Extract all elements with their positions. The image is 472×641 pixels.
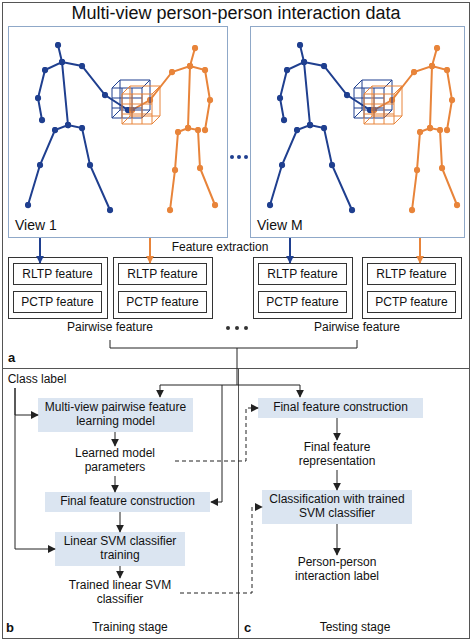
flow-text: Learned model parameters <box>55 446 175 476</box>
section-divider <box>238 369 239 639</box>
ellipsis-dots <box>230 155 248 159</box>
merge-arrow <box>211 385 222 502</box>
feature-box: RLTP feature <box>258 263 347 285</box>
merge-arrow <box>300 385 301 397</box>
ellipsis-dot <box>244 155 248 159</box>
flow-arrow <box>115 476 116 492</box>
skeleton-bone <box>132 66 210 130</box>
feature-box: PCTP feature <box>258 291 347 313</box>
node-label: Linear SVM classifier training <box>57 535 183 563</box>
ellipsis-dot <box>237 155 241 159</box>
node-label: PCTP feature <box>126 295 198 309</box>
skeleton-bone <box>188 48 195 128</box>
node-label: Learned model parameters <box>57 447 173 475</box>
annotation-label: Pairwise feature <box>67 320 153 334</box>
node-label: PCTP feature <box>21 295 93 309</box>
flow-arrow <box>337 470 338 490</box>
ellipsis-dot <box>235 326 239 330</box>
dashed-arrow <box>180 507 262 593</box>
node-label: RLTP feature <box>127 267 197 281</box>
annotation-label: Training stage <box>92 620 168 634</box>
flow-arrow <box>337 418 338 440</box>
feature-box: PCTP feature <box>13 291 102 313</box>
process-box: Final feature construction <box>45 492 210 512</box>
node-label: Final feature representation <box>274 441 400 469</box>
node-label: View M <box>257 217 303 233</box>
process-box: Linear SVM classifier training <box>55 532 185 566</box>
feature-box: RLTP feature <box>13 263 102 285</box>
feature-box: RLTP feature <box>367 263 456 285</box>
figure-frame <box>3 3 470 639</box>
skeleton-bone <box>170 128 215 210</box>
merge-bracket <box>110 340 357 385</box>
flow-arrow <box>289 238 291 263</box>
ellipsis-dot <box>244 326 248 330</box>
node-label: Trained linear SVM classifier <box>62 579 178 607</box>
flow-text: Person-person interaction label <box>267 555 407 585</box>
annotation-label: Pairwise feature <box>314 320 400 334</box>
dashed-arrow <box>175 408 258 461</box>
node-label: Classification with trained SVM classifi… <box>264 493 410 521</box>
view-panel: View 1 <box>8 26 228 238</box>
diagram-title: Multi-view person-person interaction dat… <box>0 3 472 24</box>
feature-group-box <box>114 258 213 319</box>
cube-grid <box>122 86 160 124</box>
node-label: RLTP feature <box>267 267 337 281</box>
feature-box: PCTP feature <box>118 291 207 313</box>
panel-letter: b <box>6 620 14 635</box>
flow-arrow <box>15 388 38 415</box>
node-label: Final feature construction <box>273 401 408 415</box>
node-label: PCTP feature <box>375 295 447 309</box>
node-label: View 1 <box>15 217 57 233</box>
flow-arrow <box>120 512 121 532</box>
process-box: Multi-view pairwise feature learning mod… <box>38 398 193 432</box>
annotation-label: Testing stage <box>320 620 391 634</box>
flow-arrow <box>337 524 338 555</box>
view-panel: View M <box>250 26 465 238</box>
ellipsis-dot <box>230 155 234 159</box>
panel-letter: a <box>8 350 15 365</box>
flow-arrow <box>115 432 116 446</box>
skeleton-bone <box>28 125 110 210</box>
ellipsis-dot <box>226 326 230 330</box>
process-box: Classification with trained SVM classifi… <box>262 490 412 524</box>
flow-text: Class label <box>4 372 70 388</box>
skeleton-pair <box>28 45 215 210</box>
flow-text: Final feature representation <box>272 440 402 470</box>
node-label: RLTP feature <box>22 267 92 281</box>
node-label: PCTP feature <box>266 295 338 309</box>
ellipsis-dots <box>226 326 248 330</box>
flow-arrow <box>15 388 55 549</box>
process-box: Final feature construction <box>258 398 423 418</box>
feature-group-box <box>363 258 462 319</box>
node-label: Final feature construction <box>60 495 195 509</box>
annotation-label: Feature extraction <box>172 240 269 254</box>
flow-arrow <box>120 566 121 578</box>
skeleton-bone <box>38 62 128 120</box>
feature-group-box <box>9 258 108 319</box>
panel-letter: c <box>244 620 251 635</box>
feature-group-box <box>254 258 353 319</box>
flow-text: Trained linear SVM classifier <box>60 578 180 608</box>
flow-arrow <box>419 238 421 263</box>
skeleton-pair <box>270 45 457 210</box>
feature-box: RLTP feature <box>118 263 207 285</box>
flow-arrow <box>39 238 41 263</box>
node-label: RLTP feature <box>376 267 446 281</box>
node-label: Person-person interaction label <box>269 556 405 584</box>
feature-box: PCTP feature <box>367 291 456 313</box>
section-divider <box>3 368 470 369</box>
skeleton-bone <box>58 45 68 125</box>
node-label: Class label <box>8 373 67 387</box>
merge-arrow <box>160 385 161 397</box>
flow-arrow <box>149 238 151 263</box>
node-label: Multi-view pairwise feature learning mod… <box>40 401 191 429</box>
